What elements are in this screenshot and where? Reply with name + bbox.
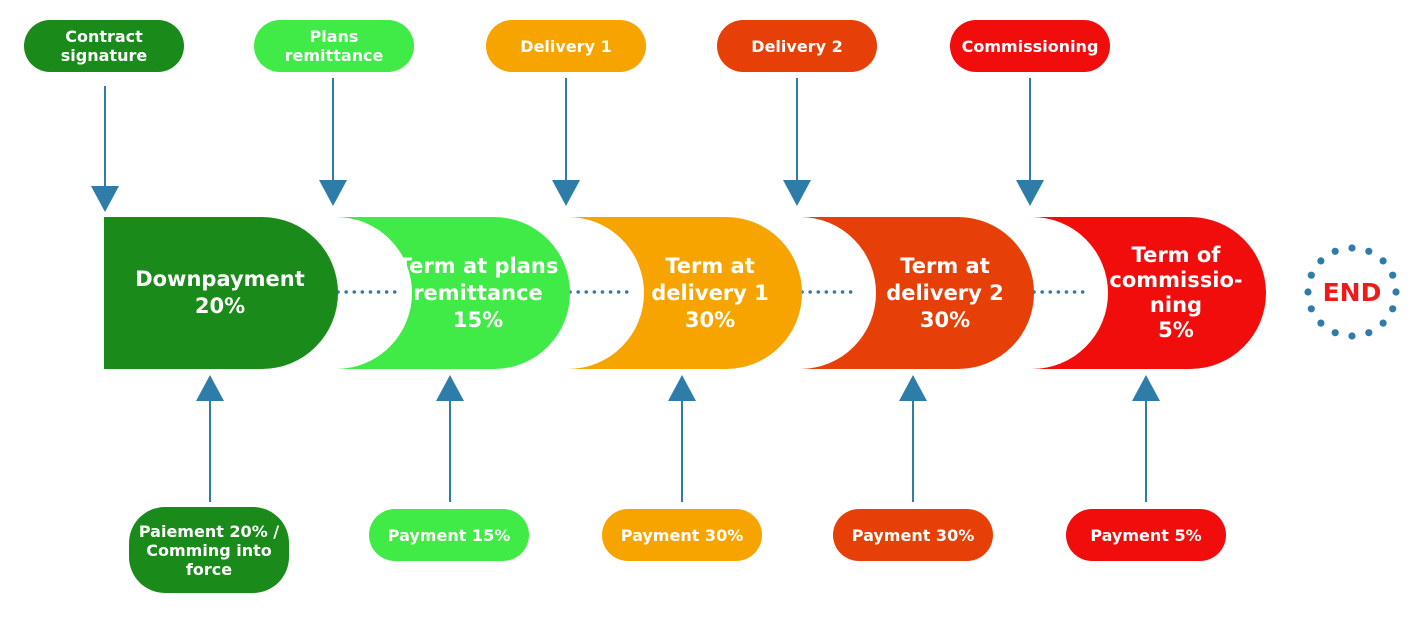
bottom-event-label: Payment 30% [851, 525, 975, 545]
bottom-arrow-head-5 [1132, 375, 1160, 401]
bottom-event-payment-15: Payment 15% [369, 509, 529, 561]
end-ring-dot [1392, 288, 1400, 296]
top-arrow-head-2 [319, 180, 347, 206]
end-ring-dot [1389, 305, 1397, 313]
end-ring-dot [1348, 244, 1356, 252]
top-arrow-head-1 [91, 186, 119, 212]
bottom-event-label: Payment 5% [1090, 525, 1202, 545]
top-event-plans-remittance: Plans remittance [254, 20, 414, 72]
end-ring-dot [1317, 319, 1325, 327]
stage-block-label: Term at delivery 2 30% [886, 253, 1004, 332]
end-label: END [1322, 277, 1382, 307]
stage-block-delivery-2 [800, 217, 1034, 369]
end-ring-dot [1365, 329, 1373, 337]
end-ring-dot [1379, 257, 1387, 265]
bottom-event-label: Payment 15% [387, 525, 511, 545]
top-event-delivery-1: Delivery 1 [486, 20, 646, 72]
top-event-label: Plans remittance [284, 27, 384, 65]
end-ring-dot [1348, 332, 1356, 340]
top-event-contract-signature: Contract signature [24, 20, 184, 72]
top-event-label: Contract signature [60, 27, 148, 65]
top-event-label: Commissioning [961, 36, 1099, 56]
end-ring [1304, 244, 1400, 340]
stage-block-commissioning [1032, 217, 1266, 369]
bottom-event-payment-5: Payment 5% [1066, 509, 1226, 561]
top-arrow-head-4 [783, 180, 811, 206]
top-event-label: Delivery 1 [520, 36, 612, 56]
bottom-event-label: Payment 30% [620, 525, 744, 545]
end-ring-dot [1307, 271, 1315, 279]
bottom-arrow-head-3 [668, 375, 696, 401]
bottom-arrow-head-1 [196, 375, 224, 401]
stage-block-delivery-1 [568, 217, 802, 369]
bottom-event-payment-20: Paiement 20% / Comming into force [129, 507, 289, 593]
bottom-event-payment-30-b: Payment 30% [833, 509, 993, 561]
bottom-event-label: Paiement 20% / Comming into force [138, 521, 280, 579]
top-event-label: Delivery 2 [751, 36, 843, 56]
bottom-arrow-head-2 [436, 375, 464, 401]
stage-block-label: Term at plans remittance 15% [397, 253, 559, 332]
top-event-commissioning: Commissioning [950, 20, 1110, 72]
end-ring-dot [1307, 305, 1315, 313]
stage-block-label: Downpayment 20% [135, 267, 305, 318]
stage-block-downpayment [104, 217, 338, 369]
end-ring-dot [1389, 271, 1397, 279]
end-ring-dot [1304, 288, 1312, 296]
stage-block-plans-remittance [336, 217, 570, 369]
top-arrow-head-5 [1016, 180, 1044, 206]
stage-block-label: Term at delivery 1 30% [651, 253, 769, 332]
stage-block-label: Term of commissio- ning 5% [1109, 243, 1243, 342]
end-ring-dot [1317, 257, 1325, 265]
bottom-event-payment-30-a: Payment 30% [602, 509, 762, 561]
bottom-arrow-head-4 [899, 375, 927, 401]
end-ring-dot [1365, 247, 1373, 255]
end-ring-dot [1379, 319, 1387, 327]
top-event-delivery-2: Delivery 2 [717, 20, 877, 72]
top-arrow-head-3 [552, 180, 580, 206]
end-ring-dot [1331, 247, 1339, 255]
end-ring-dot [1331, 329, 1339, 337]
